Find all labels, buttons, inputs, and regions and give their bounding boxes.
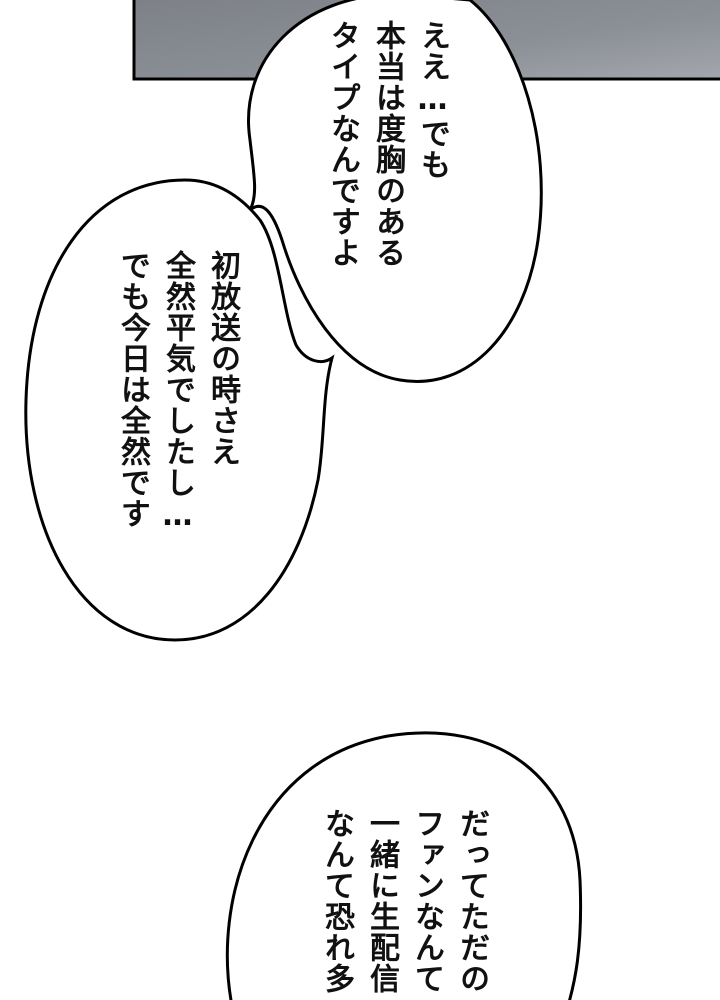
speech-bubble-top	[247, 0, 543, 383]
bubble-left-line-1: 初放送の時さえ	[205, 250, 240, 467]
speech-bubble-left-text: 初放送の時さえ 全然平気でしたし… でも今日は全然です	[110, 250, 245, 534]
speech-bubble-left	[24, 178, 335, 642]
bubble-top-line-2: 本当は度胸のある	[370, 20, 405, 268]
bubble-bottom-line-2: ファンなんて	[409, 808, 444, 994]
bubble-bottom-line-1: だってただの	[454, 808, 489, 994]
speech-bubble-bottom	[225, 731, 583, 1000]
bubble-top-line-1: ええ…でも	[415, 20, 450, 180]
bubble-left-line-3: でも今日は全然です	[115, 250, 150, 529]
bubble-left-line-2: 全然平気でしたし…	[160, 250, 195, 534]
speech-bubble-bottom-text: だってただの ファンなんて 一緒に生配信 なんて恐れ多	[314, 808, 494, 994]
bubble-bottom-line-3: 一緒に生配信	[364, 808, 399, 994]
bubble-bottom-line-4: なんて恐れ多	[319, 808, 354, 994]
speech-bubble-top-text: ええ…でも 本当は度胸のある タイプなんですよ	[320, 20, 455, 268]
bubble-top-line-3: タイプなんですよ	[325, 20, 360, 268]
